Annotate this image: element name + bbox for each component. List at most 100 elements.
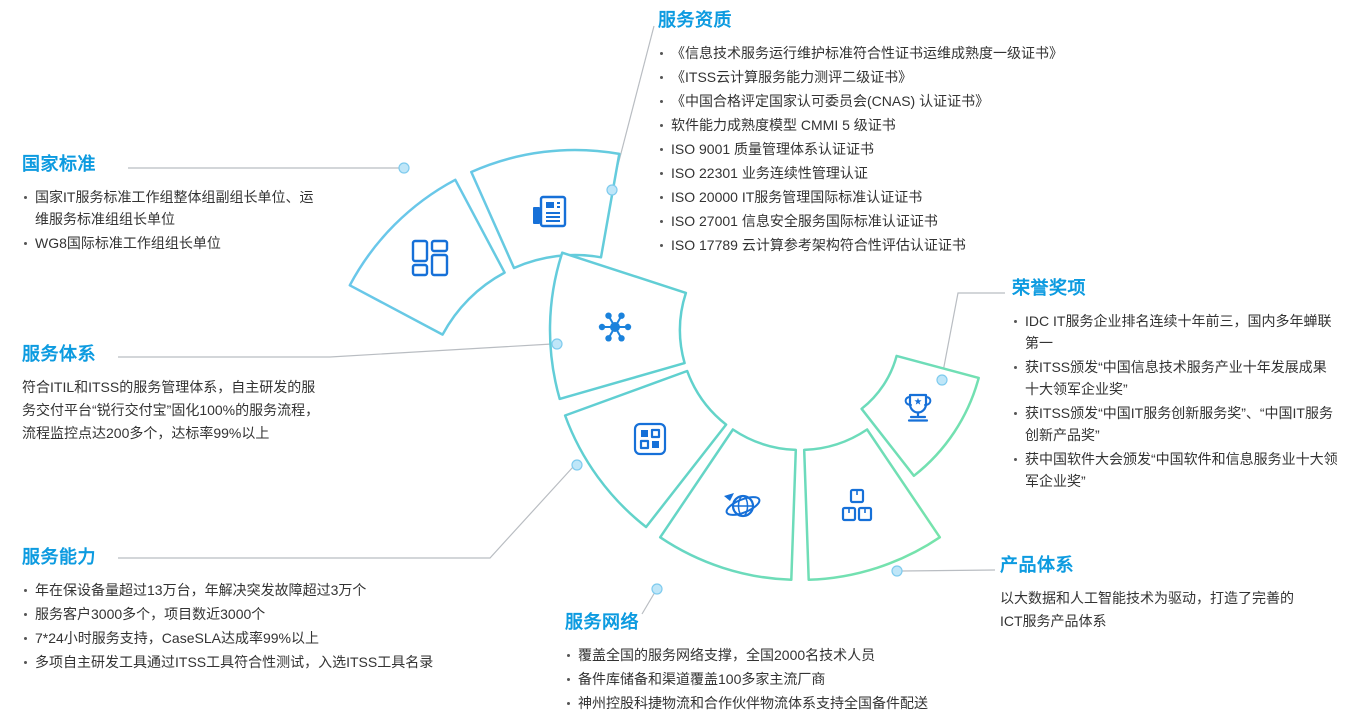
list-item-text: 多项自主研发工具通过ITSS工具符合性测试，入选ITSS工具名录 [35, 654, 434, 670]
cubes-icon [841, 488, 873, 522]
list-item: 7*24小时服务支持，CaseSLA达成率99%以上 [22, 627, 532, 649]
bullet-dot [24, 661, 27, 664]
segment-service-qualifications [470, 148, 621, 270]
section-title: 荣誉奖项 [1012, 278, 1086, 298]
section-paragraph: 符合ITIL和ITSS的服务管理体系，自主研发的服务交付平台“锐行交付宝”固化1… [22, 379, 320, 441]
section-service-system: 服务体系 符合ITIL和ITSS的服务管理体系，自主研发的服务交付平台“锐行交付… [22, 340, 322, 445]
section-title: 服务体系 [22, 344, 96, 364]
dashboard-icon [411, 239, 449, 277]
bullet-dot [660, 100, 663, 103]
list-item: 神州控股科捷物流和合作伙伴物流体系支持全国备件配送 [565, 692, 1085, 714]
bullet-dot [660, 244, 663, 247]
bullet-list: IDC IT服务企业排名连续十年前三，国内多年蝉联第一 获ITSS颁发“中国信息… [1012, 310, 1340, 492]
bullet-dot [24, 613, 27, 616]
bullet-dot [660, 172, 663, 175]
connector-dot-service-capability [571, 459, 583, 471]
list-item-text: 《中国合格评定国家认可委员会(CNAS) 认证证书》 [671, 93, 990, 109]
list-item-text: 获中国软件大会颁发“中国软件和信息服务业十大领军企业奖” [1025, 451, 1338, 489]
list-item-text: 软件能力成熟度模型 CMMI 5 级证书 [671, 117, 896, 133]
list-item-text: ISO 27001 信息安全服务国际标准认证证书 [671, 213, 938, 229]
section-service-capability: 服务能力 年在保设备量超过13万台，年解决突发故障超过3万个 服务客户3000多… [22, 543, 532, 675]
globe-plane-icon [724, 493, 761, 518]
list-item: 《信息技术服务运行维护标准符合性证书运维成熟度一级证书》 [658, 42, 1188, 64]
segment-product-system [802, 428, 942, 582]
list-item: 《ITSS云计算服务能力测评二级证书》 [658, 66, 1188, 88]
list-item: IDC IT服务企业排名连续十年前三，国内多年蝉联第一 [1012, 310, 1340, 354]
list-item-text: 获ITSS颁发“中国信息技术服务产业十年发展成果十大领军企业奖” [1025, 359, 1327, 397]
list-item: ISO 22301 业务连续性管理认证 [658, 162, 1188, 184]
list-item-text: ISO 17789 云计算参考架构符合性评估认证证书 [671, 237, 966, 253]
connector-line-product-system [901, 569, 996, 572]
list-item: 国家IT服务标准工作组整体组副组长单位、运维服务标准组组长单位 [22, 186, 317, 230]
list-item: 服务客户3000多个，项目数近3000个 [22, 603, 532, 625]
list-item-text: ISO 20000 IT服务管理国际标准认证证书 [671, 189, 923, 205]
list-item-text: ISO 22301 业务连续性管理认证 [671, 165, 868, 181]
connector-line-service-system [118, 343, 553, 358]
list-item-text: 《信息技术服务运行维护标准符合性证书运维成熟度一级证书》 [671, 45, 1063, 61]
list-item-text: 7*24小时服务支持，CaseSLA达成率99%以上 [35, 630, 319, 646]
newspaper-icon [533, 195, 567, 228]
list-item-text: WG8国际标准工作组组长单位 [35, 235, 221, 251]
bullet-dot [24, 196, 27, 199]
connector-dot-honors-awards [936, 374, 948, 386]
bullet-list: 《信息技术服务运行维护标准符合性证书运维成熟度一级证书》 《ITSS云计算服务能… [658, 42, 1188, 256]
list-item: 获中国软件大会颁发“中国软件和信息服务业十大领军企业奖” [1012, 448, 1340, 492]
list-item-text: 获ITSS颁发“中国IT服务创新服务奖”、“中国IT服务创新产品奖” [1025, 405, 1333, 443]
segment-honors-awards [860, 354, 980, 478]
trophy-icon [904, 393, 932, 422]
bullet-dot [24, 242, 27, 245]
segment-service-network [658, 428, 798, 582]
bullet-dot [567, 654, 570, 657]
list-item: 获ITSS颁发“中国IT服务创新服务奖”、“中国IT服务创新产品奖” [1012, 402, 1340, 446]
bullet-dot [1014, 458, 1017, 461]
section-product-system: 产品体系 以大数据和人工智能技术为驱动，打造了完善的ICT服务产品体系 [1000, 551, 1300, 633]
bullet-dot [660, 124, 663, 127]
section-service-qualifications: 服务资质 《信息技术服务运行维护标准符合性证书运维成熟度一级证书》 《ITSS云… [658, 6, 1188, 258]
bullet-dot [24, 589, 27, 592]
list-item-text: 国家IT服务标准工作组整体组副组长单位、运维服务标准组组长单位 [35, 189, 314, 227]
bullet-list: 年在保设备量超过13万台，年解决突发故障超过3万个 服务客户3000多个，项目数… [22, 579, 532, 673]
connector-line-honors-awards [941, 292, 1005, 378]
list-item: ISO 27001 信息安全服务国际标准认证证书 [658, 210, 1188, 232]
bullet-dot [660, 196, 663, 199]
list-item: ISO 17789 云计算参考架构符合性评估认证证书 [658, 234, 1188, 256]
bullet-dot [1014, 366, 1017, 369]
bullet-dot [1014, 412, 1017, 415]
list-item-text: 覆盖全国的服务网络支撑，全国2000名技术人员 [578, 647, 876, 663]
list-item-text: 服务客户3000多个，项目数近3000个 [35, 606, 266, 622]
bullet-dot [660, 148, 663, 151]
list-item-text: IDC IT服务企业排名连续十年前三，国内多年蝉联第一 [1025, 313, 1332, 351]
section-title: 服务能力 [22, 547, 96, 567]
list-item: 年在保设备量超过13万台，年解决突发故障超过3万个 [22, 579, 532, 601]
bullet-dot [567, 678, 570, 681]
list-item: 覆盖全国的服务网络支撑，全国2000名技术人员 [565, 644, 1085, 666]
list-item: 软件能力成熟度模型 CMMI 5 级证书 [658, 114, 1188, 136]
section-title: 服务资质 [658, 10, 732, 30]
bullet-dot [660, 220, 663, 223]
list-item-text: 神州控股科捷物流和合作伙伴物流体系支持全国备件配送 [578, 695, 928, 711]
section-title: 产品体系 [1000, 555, 1074, 575]
list-item: WG8国际标准工作组组长单位 [22, 232, 317, 254]
list-item: 获ITSS颁发“中国信息技术服务产业十年发展成果十大领军企业奖” [1012, 356, 1340, 400]
connector-dot-product-system [891, 565, 903, 577]
section-paragraph: 以大数据和人工智能技术为驱动，打造了完善的ICT服务产品体系 [1000, 590, 1294, 629]
list-item: ISO 9001 质量管理体系认证证书 [658, 138, 1188, 160]
section-honors-awards: 荣誉奖项 IDC IT服务企业排名连续十年前三，国内多年蝉联第一 获ITSS颁发… [1012, 274, 1340, 494]
bullet-dot [24, 637, 27, 640]
list-item-text: 《ITSS云计算服务能力测评二级证书》 [671, 69, 913, 85]
connector-line-service-network [641, 591, 656, 615]
connector-dot-service-system [551, 338, 563, 350]
bullet-dot [1014, 320, 1017, 323]
list-item: 备件库储备和渠道覆盖100多家主流厂商 [565, 668, 1085, 690]
app-modules-icon [633, 422, 667, 456]
list-item: 《中国合格评定国家认可委员会(CNAS) 认证证书》 [658, 90, 1188, 112]
connector-dot-national-standards [398, 162, 410, 174]
bullet-list: 国家IT服务标准工作组整体组副组长单位、运维服务标准组组长单位 WG8国际标准工… [22, 186, 317, 254]
list-item-text: 年在保设备量超过13万台，年解决突发故障超过3万个 [35, 582, 367, 598]
section-title: 国家标准 [22, 154, 96, 174]
bullet-list: 覆盖全国的服务网络支撑，全国2000名技术人员 备件库储备和渠道覆盖100多家主… [565, 644, 1085, 714]
section-title: 服务网络 [565, 612, 639, 632]
connector-dot-service-qualifications [606, 184, 618, 196]
